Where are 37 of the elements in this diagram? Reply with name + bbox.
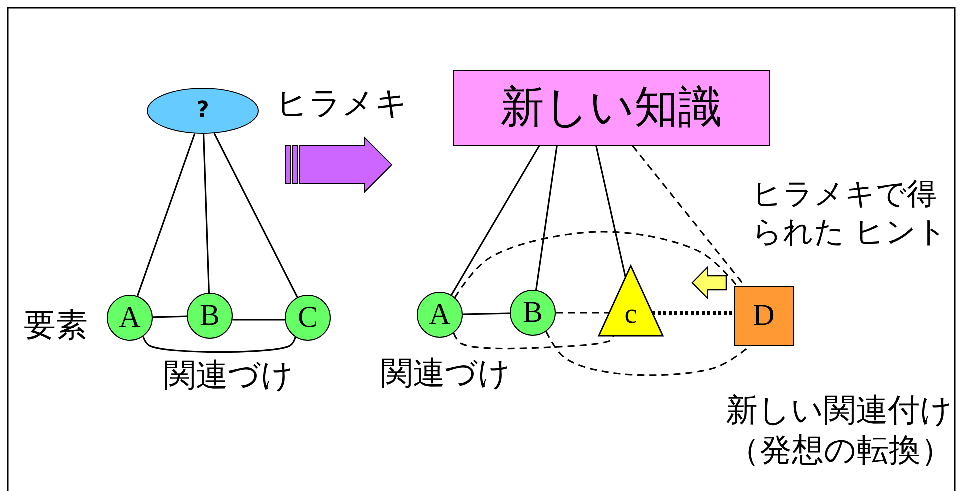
node-label: B — [522, 298, 543, 328]
connector-line — [142, 336, 296, 354]
connector-line — [214, 133, 298, 298]
circle-node — [187, 293, 233, 339]
circle-node — [107, 295, 153, 341]
hint-caption: ヒラメキで得られた ヒント — [752, 176, 949, 251]
circle-node — [285, 295, 331, 341]
connector-line — [450, 146, 540, 296]
dashed-connector — [556, 312, 610, 314]
relation-label: 関連づけ — [164, 356, 294, 394]
element-label: 要素 — [24, 306, 88, 344]
box-node — [453, 70, 770, 146]
node-label: A — [119, 303, 141, 333]
node-label: B — [200, 301, 220, 331]
dashed-connector — [652, 311, 734, 315]
node-label: A — [429, 300, 451, 330]
block-arrow — [692, 266, 728, 300]
connector-line — [136, 134, 196, 297]
node-label: D — [753, 301, 775, 331]
node-label: C — [298, 303, 318, 333]
connector-line — [536, 146, 558, 290]
connector-line — [232, 319, 286, 321]
relation-label: 関連づけ — [381, 354, 511, 392]
connector-line — [152, 316, 188, 318]
node-label: c — [624, 301, 638, 329]
circle-node — [417, 292, 463, 338]
node-label: ? — [196, 100, 210, 122]
note-text: 新しい関連付け（発想の転換） — [725, 390, 953, 470]
connector-line — [462, 312, 510, 316]
circle-node — [510, 290, 556, 336]
connector-line — [596, 146, 627, 278]
box-node — [734, 286, 794, 346]
dashed-connector — [454, 231, 738, 298]
triangle-node — [599, 266, 663, 336]
node-label: 新しい知識 — [500, 86, 722, 130]
connector-line — [202, 134, 210, 294]
arrow-caption: ヒラメキ — [276, 84, 408, 122]
